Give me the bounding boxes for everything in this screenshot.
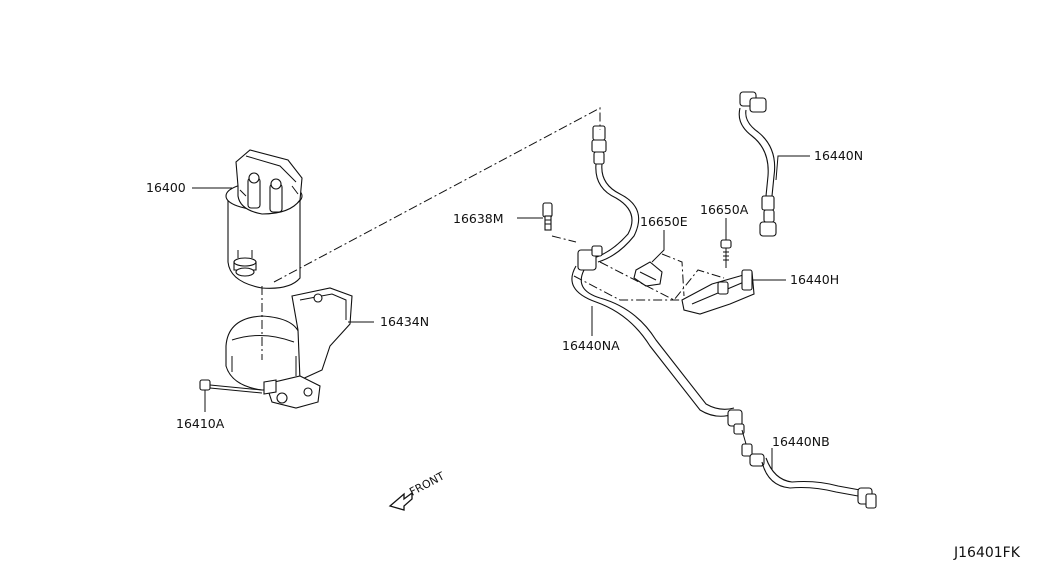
callout-16440h: 16440H	[790, 272, 839, 287]
callout-16650a: 16650A	[700, 202, 749, 217]
filter-bracket-drawing	[225, 287, 353, 409]
callout-16400: 16400	[146, 180, 186, 195]
fuel-hose-nb-drawing	[741, 443, 877, 509]
callout-16638m: 16638M	[453, 211, 504, 226]
callout-16410a: 16410A	[176, 416, 225, 431]
fuel-hose-n-drawing	[738, 91, 777, 237]
leader-lines	[192, 155, 810, 470]
diagram-code: J16401FK	[953, 545, 1021, 561]
clip-e-drawing	[633, 261, 663, 287]
callout-16434n: 16434N	[380, 314, 429, 329]
front-label: FRONT	[407, 469, 447, 498]
fuel-filter-drawing	[225, 149, 303, 289]
callout-16440na: 16440NA	[562, 338, 620, 353]
phantom-lines	[261, 107, 725, 360]
bolt-drawing	[199, 379, 263, 394]
callout-16650e: 16650E	[640, 214, 688, 229]
fuel-hose-na-drawing	[571, 125, 747, 445]
hose-bracket-drawing	[681, 269, 755, 315]
callout-16440n: 16440N	[814, 148, 863, 163]
sensor-drawing	[542, 202, 553, 231]
clip-a-drawing	[720, 239, 732, 268]
front-arrow-icon	[388, 491, 413, 511]
callout-16440nb: 16440NB	[772, 434, 830, 449]
